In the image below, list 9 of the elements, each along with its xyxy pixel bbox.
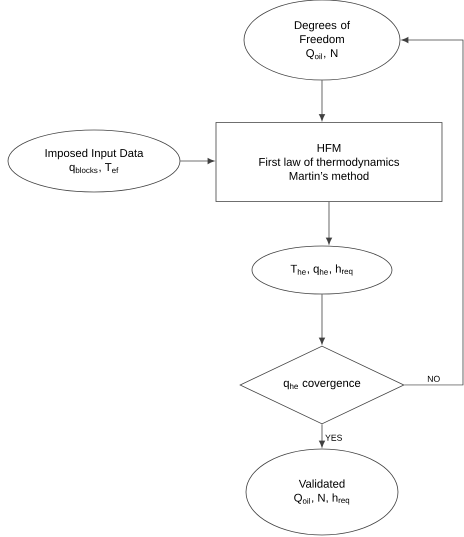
edge-label: NO bbox=[428, 376, 440, 382]
arrow bbox=[180, 158, 214, 164]
arrow bbox=[401, 37, 464, 386]
arrow bbox=[319, 80, 325, 122]
edge-label: YES bbox=[325, 434, 342, 441]
arrow bbox=[326, 202, 332, 245]
process-box: HFM First law of thermodynamics Martin’s method bbox=[216, 122, 442, 202]
arrow bbox=[319, 424, 325, 448]
arrow bbox=[319, 294, 325, 345]
